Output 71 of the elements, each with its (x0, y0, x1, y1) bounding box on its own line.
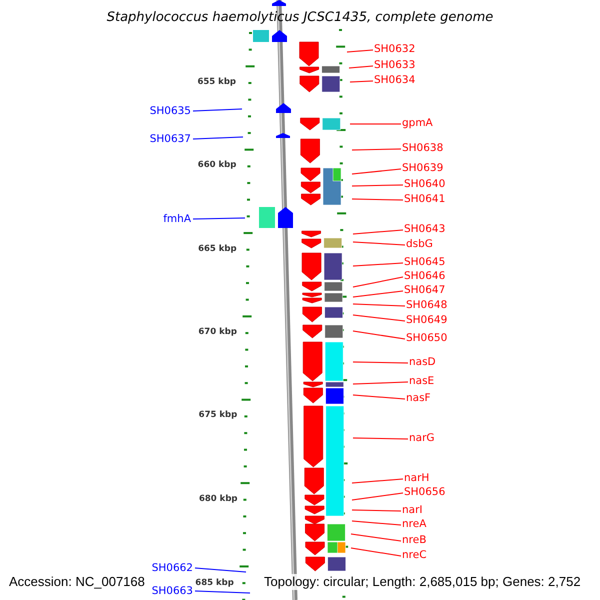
leader-line (352, 198, 404, 200)
gene-label: SH0662 (150, 562, 194, 575)
leader-line (352, 520, 402, 526)
leader-line (192, 218, 246, 220)
leader-line (352, 438, 408, 440)
gene-label: SH0648 (405, 299, 448, 312)
gene-label: SH0663 (150, 585, 194, 598)
leader-line (352, 230, 404, 234)
leader-line (352, 276, 404, 288)
scale-label: 680 kbp (198, 494, 238, 504)
gene-label: SH0633 (373, 59, 416, 72)
leader-line (352, 394, 406, 400)
gene-label: SH0635 (148, 105, 192, 118)
gene-label: SH0656 (403, 486, 446, 499)
gene-label: nasF (405, 392, 432, 405)
gene-label: nreC (401, 549, 428, 562)
leader-line (350, 534, 402, 542)
gene-label: SH0634 (373, 74, 416, 87)
scale-label: 660 kbp (198, 161, 236, 170)
leader-line (352, 148, 402, 150)
gene-label: SH0649 (405, 314, 448, 327)
leader-line (352, 184, 404, 186)
gene-label: nreB (401, 534, 428, 547)
leader-line (350, 548, 402, 556)
leader-line (352, 168, 402, 174)
leader-line (352, 314, 406, 322)
leader-line (352, 492, 404, 500)
gene-label: nreA (401, 518, 428, 531)
gene-label: dsbG (405, 238, 434, 251)
leader-line (352, 510, 402, 512)
scale-label: 665 kbp (198, 244, 237, 254)
gene-label: narI (401, 504, 424, 517)
gene-label: SH0639 (401, 162, 444, 175)
gene-label: SH0643 (403, 223, 446, 236)
gene-label: SH0632 (373, 43, 416, 56)
leader-line (348, 66, 374, 68)
gene-label: gpmA (401, 117, 434, 130)
leader-line (352, 330, 406, 340)
leader-line (350, 80, 374, 82)
leader-line (352, 478, 404, 484)
leader-line (352, 362, 408, 364)
gene-label: SH0640 (403, 178, 446, 191)
leader-line (192, 136, 244, 140)
leader-line (352, 382, 408, 384)
map-title: Staphylococcus haemolyticus JCSC1435, complete genome (106, 10, 494, 25)
leader-line (352, 262, 404, 266)
gene-label: SH0637 (148, 133, 192, 146)
gene-label: nasE (408, 375, 436, 388)
gene-label: SH0646 (403, 270, 446, 283)
gene-label: nasD (408, 356, 437, 369)
gene-label: narG (408, 432, 436, 445)
scale-label: 675 kbp (198, 411, 238, 420)
gene-label: SH0650 (405, 332, 448, 345)
gene-label: SH0647 (403, 284, 446, 297)
scale-label: 670 kbp (198, 328, 237, 338)
footer-text: Topology: circular; Length: 2,685,015 bp; Genes: 2,752 (262, 574, 583, 590)
leader-line (352, 290, 404, 298)
gene-label: fmhA (162, 213, 192, 226)
gene-label: SH0641 (403, 193, 446, 206)
leader-line (192, 108, 242, 112)
footer-text: Accession: NC_007168 (7, 574, 147, 590)
leader-line (194, 568, 246, 572)
leader-line (194, 590, 250, 594)
gene-label: narH (403, 472, 430, 485)
scale-label: 685 kbp (195, 579, 234, 588)
leader-line (352, 304, 406, 306)
leader-line (352, 242, 406, 246)
gene-label: SH0638 (401, 142, 444, 155)
scale-label: 655 kbp (197, 78, 236, 87)
leader-line (346, 50, 374, 52)
gene-label: SH0645 (403, 256, 446, 269)
